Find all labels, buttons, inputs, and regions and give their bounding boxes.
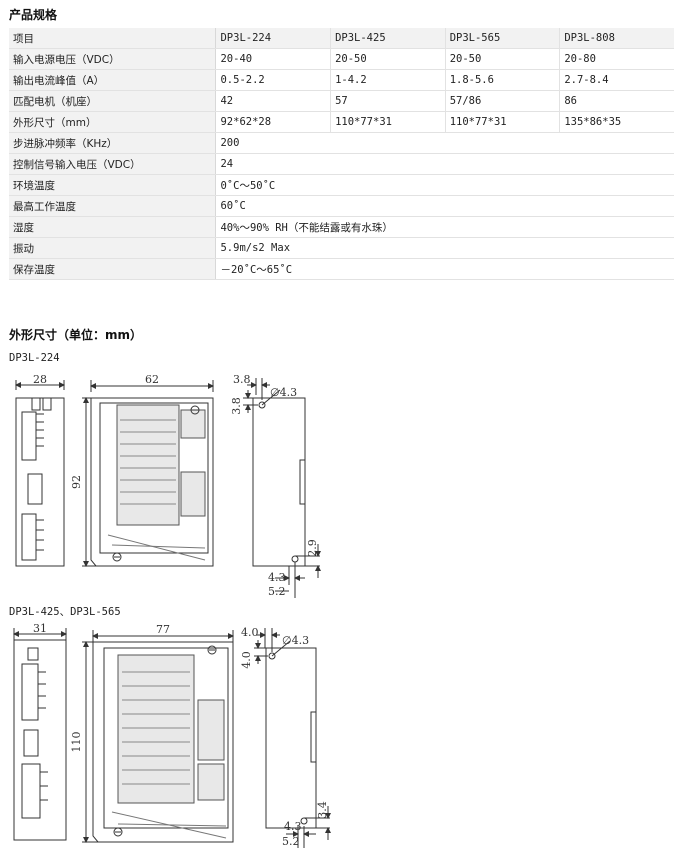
d2-side-width: 31: [33, 622, 47, 635]
row-value: 20-50: [445, 48, 561, 70]
d2-height: 110: [70, 732, 83, 753]
d1-hole-x: 3.8: [233, 373, 251, 386]
d1-height: 92: [70, 475, 83, 489]
d2-front-width: 77: [156, 623, 170, 636]
d2-hole-y: 4.0: [240, 651, 253, 669]
header-model: DP3L-565: [445, 28, 561, 49]
drawing-1: [15, 378, 321, 598]
d1-hole-y: 3.8: [230, 397, 243, 415]
row-value: 42: [215, 90, 332, 112]
row-value: 135*86*35: [559, 111, 674, 133]
table-row: 控制信号输入电压（VDC）24: [9, 153, 674, 175]
row-value: －20˚C～65˚C: [215, 258, 674, 280]
row-label: 输出电流峰值（A）: [9, 69, 217, 91]
row-value: 110*77*31: [445, 111, 561, 133]
drawing-caption-2: DP3L-425、DP3L-565: [9, 606, 121, 618]
row-label: 步进脉冲频率（KHz）: [9, 132, 217, 154]
d2-hole-x: 4.0: [241, 626, 259, 639]
header-model: DP3L-425: [330, 28, 446, 49]
dims-section-title: 外形尺寸（单位：mm）: [9, 328, 143, 342]
header-model: DP3L-224: [215, 28, 332, 49]
row-label: 保存温度: [9, 258, 217, 280]
row-value: 1-4.2: [330, 69, 446, 91]
row-value: 92*62*28: [215, 111, 332, 133]
row-value: 2.7-8.4: [559, 69, 674, 91]
row-value: 1.8-5.6: [445, 69, 561, 91]
front-view-2: [82, 630, 234, 843]
row-value: 0˚C～50˚C: [215, 174, 674, 196]
d2-bottom-b: 5.2: [282, 835, 300, 848]
header-model: DP3L-808: [559, 28, 674, 49]
side-view-2: [13, 628, 67, 841]
front-view-1: [82, 380, 214, 567]
d1-front-width: 62: [145, 373, 159, 386]
row-value: 20-40: [215, 48, 332, 70]
row-value: 20-80: [559, 48, 674, 70]
row-label: 振动: [9, 237, 217, 259]
row-value: 57/86: [445, 90, 561, 112]
row-value: 20-50: [330, 48, 446, 70]
row-value: 5.9m/s2 Max: [215, 237, 674, 259]
row-value: 40%～90% RH（不能结露或有水珠）: [215, 216, 674, 238]
row-value: 110*77*31: [330, 111, 446, 133]
table-row: 步进脉冲频率（KHz）200: [9, 132, 674, 154]
row-value: 57: [330, 90, 446, 112]
row-value: 86: [559, 90, 674, 112]
back-view-1: [243, 378, 321, 598]
row-value: 24: [215, 153, 674, 175]
side-view-1: [15, 380, 65, 567]
row-label: 湿度: [9, 216, 217, 238]
back-view-2: [254, 628, 331, 848]
row-value: 0.5-2.2: [215, 69, 332, 91]
row-label: 输入电源电压（VDC）: [9, 48, 217, 70]
row-label: 匹配电机（机座）: [9, 90, 217, 112]
d1-hole-dia: ∅4.3: [270, 386, 297, 399]
d2-slot-h: 3.4: [316, 801, 329, 819]
spec-section-title: 产品规格: [9, 8, 58, 22]
row-value: 60˚C: [215, 195, 674, 217]
d1-bottom-a: 4.3: [268, 571, 286, 584]
d2-bottom-a: 4.3: [284, 820, 302, 833]
d1-slot-h: 2.9: [306, 539, 319, 557]
row-label: 控制信号输入电压（VDC）: [9, 153, 217, 175]
d1-bottom-b: 5.2: [268, 585, 286, 598]
row-label: 环境温度: [9, 174, 217, 196]
drawing-2: [13, 628, 331, 848]
row-label: 外形尺寸（mm）: [9, 111, 217, 133]
d1-side-width: 28: [33, 373, 47, 386]
row-value: 200: [215, 132, 674, 154]
row-label: 最高工作温度: [9, 195, 217, 217]
d2-hole-dia: ∅4.3: [282, 634, 309, 647]
table-row: 保存温度－20˚C～65˚C: [9, 258, 674, 280]
drawing-caption-1: DP3L-224: [9, 352, 60, 364]
header-item: 项目: [9, 28, 217, 49]
